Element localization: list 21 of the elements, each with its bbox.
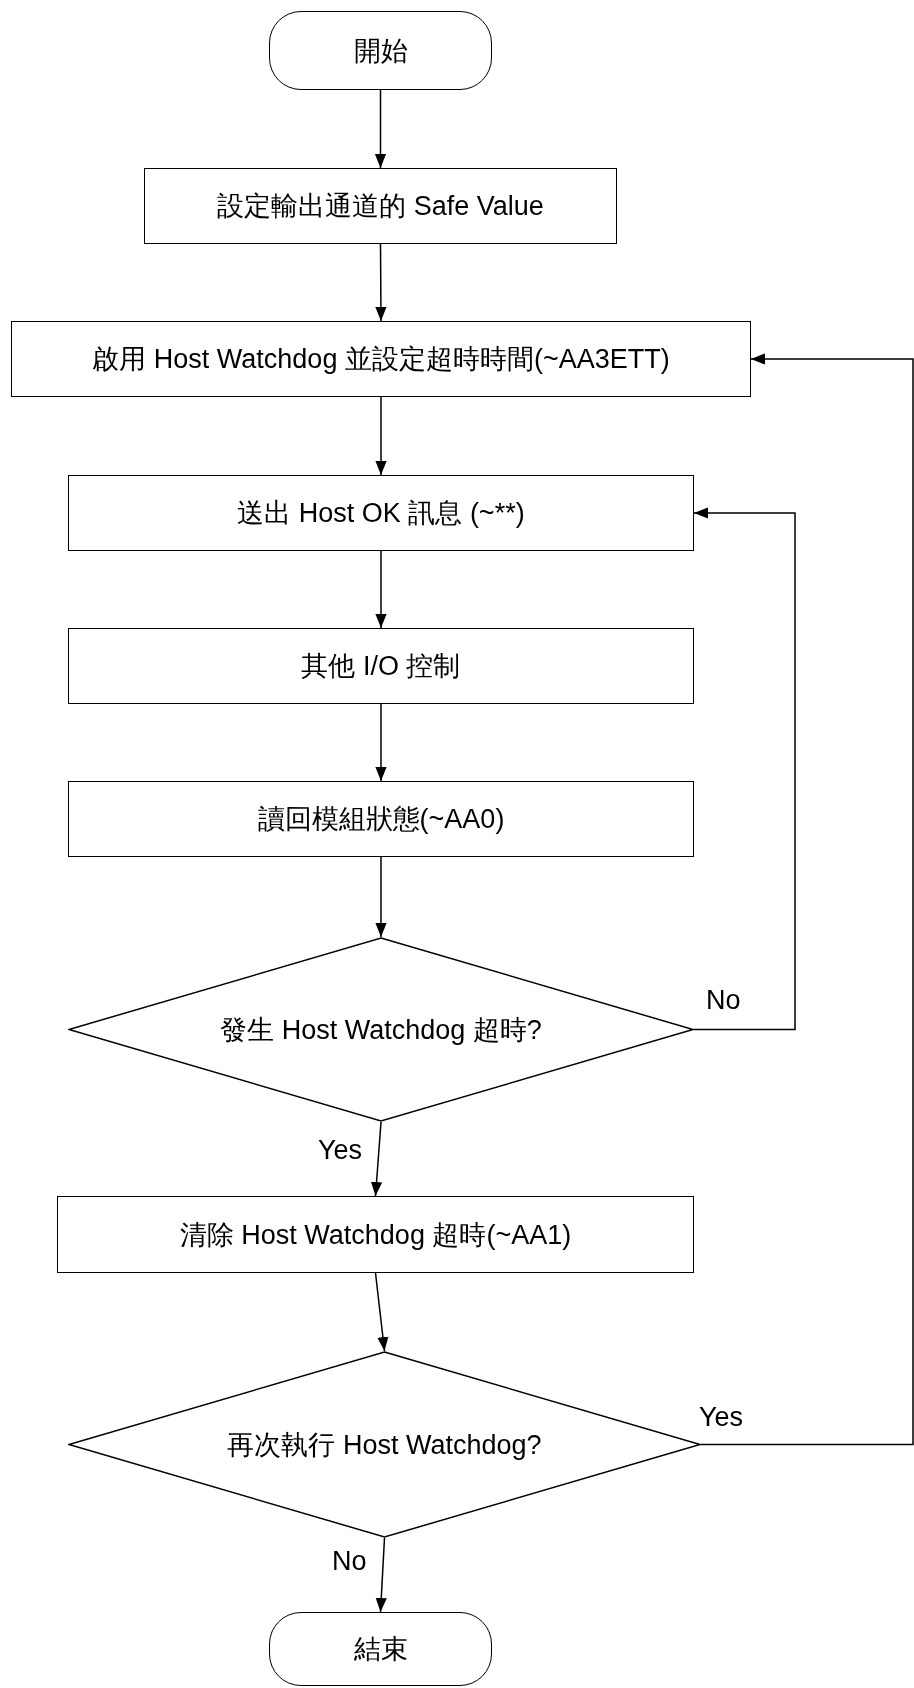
terminal-box: 結束 (269, 1612, 492, 1686)
arrow (374, 1272, 389, 1352)
process-box: 讀回模組狀態(~AA0) (68, 781, 694, 857)
arrow (375, 856, 387, 938)
arrow (700, 353, 914, 1446)
process-box: 設定輸出通道的 Safe Value (144, 168, 617, 244)
arrow (375, 1537, 387, 1613)
process-box: 送出 Host OK 訊息 (~**) (68, 475, 694, 551)
decision-diamond: 發生 Host Watchdog 超時? (68, 937, 694, 1122)
process-box: 清除 Host Watchdog 超時(~AA1) (57, 1196, 694, 1273)
arrow (693, 507, 796, 1031)
arrow (375, 396, 387, 476)
arrow (375, 703, 387, 782)
decision-diamond: 再次執行 Host Watchdog? (68, 1351, 701, 1538)
process-box: 啟用 Host Watchdog 並設定超時時間(~AA3ETT) (11, 321, 751, 397)
arrow (375, 550, 387, 629)
process-box: 其他 I/O 控制 (68, 628, 694, 704)
terminal-box: 開始 (269, 11, 492, 90)
arrow (370, 1121, 383, 1197)
arrow (375, 243, 387, 322)
arrow (374, 89, 387, 169)
